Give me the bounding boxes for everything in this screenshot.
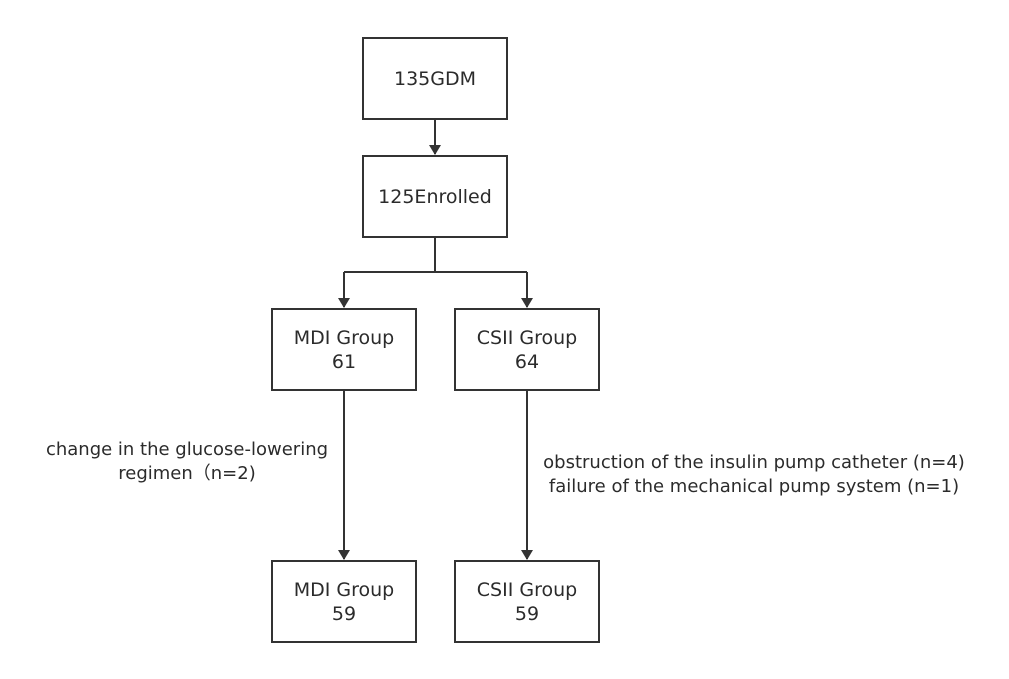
csii-final-count: 59 xyxy=(514,602,540,625)
csii-group-label: CSII Group xyxy=(476,326,578,349)
mdi-exclusion-line1: change in the glucose-lowering xyxy=(45,439,329,460)
mdi-group-count: 61 xyxy=(331,350,357,373)
mdi-final-count: 59 xyxy=(331,602,357,625)
csii-exclusion-line2: failure of the mechanical pump system (n… xyxy=(548,476,960,497)
mdi-group-label: MDI Group xyxy=(293,326,395,349)
csii-final-box: CSII Group 59 xyxy=(454,560,600,643)
mdi-final-label: MDI Group xyxy=(293,578,395,601)
csii-exclusion-note: obstruction of the insulin pump catheter… xyxy=(534,451,974,499)
screened-label: 135GDM xyxy=(393,67,476,90)
enrolled-label: 125Enrolled xyxy=(378,185,492,208)
screened-box: 135GDM xyxy=(362,37,508,120)
csii-exclusion-line1: obstruction of the insulin pump catheter… xyxy=(543,452,965,473)
mdi-final-box: MDI Group 59 xyxy=(271,560,417,643)
mdi-exclusion-note: change in the glucose-lowering regimen（n… xyxy=(36,438,338,486)
csii-group-box: CSII Group 64 xyxy=(454,308,600,391)
csii-group-count: 64 xyxy=(514,350,540,373)
mdi-group-box: MDI Group 61 xyxy=(271,308,417,391)
csii-final-label: CSII Group xyxy=(476,578,578,601)
mdi-exclusion-line2: regimen（n=2) xyxy=(118,463,256,484)
enrolled-box: 125Enrolled xyxy=(362,155,508,238)
